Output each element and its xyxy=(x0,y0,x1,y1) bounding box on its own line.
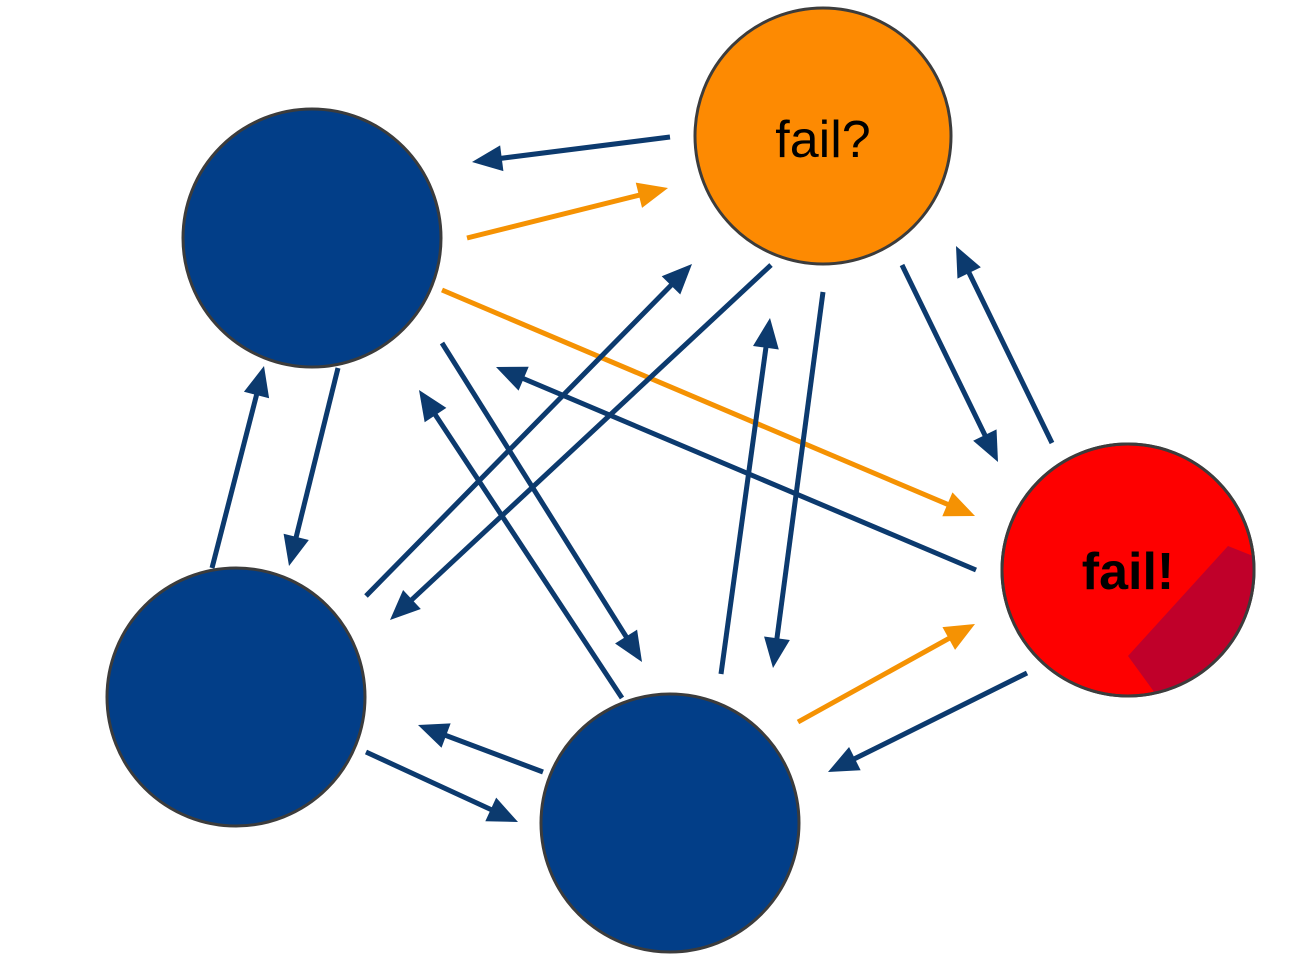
edge-top-left-to-failed xyxy=(441,287,975,517)
node-failed-label: fail! xyxy=(1082,543,1174,601)
edge-arrowhead xyxy=(828,746,861,772)
node-bottom-center xyxy=(539,692,801,954)
edge-bottom-center-to-bottom-left xyxy=(418,723,544,775)
edge-line xyxy=(965,268,1055,445)
node-suspect-label: fail? xyxy=(775,111,870,169)
edge-line xyxy=(466,191,644,241)
edge-arrowhead xyxy=(942,492,975,517)
edge-line xyxy=(441,731,544,775)
edge-suspect-to-bottom-center xyxy=(764,291,826,668)
edge-line xyxy=(850,670,1029,763)
edge-arrowhead xyxy=(390,590,421,620)
edge-line xyxy=(773,291,826,643)
node-failed: fail! xyxy=(1000,442,1256,698)
edge-line xyxy=(407,263,773,605)
edge-line xyxy=(364,749,496,814)
edge-arrowhead xyxy=(973,429,998,462)
edge-arrowhead xyxy=(764,636,790,668)
edge-line xyxy=(292,367,341,542)
edge-top-left-to-bottom-left xyxy=(283,367,341,566)
edge-bottom-center-to-failed xyxy=(796,624,975,725)
edge-arrowhead xyxy=(942,624,975,650)
node-bottom-left xyxy=(105,566,367,828)
edge-line xyxy=(439,341,631,642)
node-suspect: fail? xyxy=(693,6,953,266)
edge-bottom-left-to-bottom-center xyxy=(364,749,518,822)
edge-failed-to-suspect xyxy=(956,246,1055,445)
edge-arrowhead xyxy=(956,246,981,279)
edge-line xyxy=(718,343,769,675)
edge-arrowhead xyxy=(615,629,642,662)
edge-line xyxy=(364,280,676,598)
node-top-left xyxy=(181,107,443,369)
edge-bottom-left-to-suspect xyxy=(364,264,692,598)
edge-line xyxy=(497,134,671,162)
edge-arrowhead xyxy=(661,264,692,295)
edge-arrowhead xyxy=(485,797,518,822)
edge-arrowhead xyxy=(418,723,451,748)
edge-line xyxy=(431,410,625,700)
edge-top-left-to-suspect xyxy=(466,182,668,241)
edges-layer xyxy=(209,134,1055,822)
edge-bottom-left-to-top-left xyxy=(209,366,270,569)
edge-failed-to-bottom-center xyxy=(828,670,1029,772)
edge-arrowhead xyxy=(753,318,779,350)
edge-line xyxy=(441,287,953,509)
edge-bottom-center-to-suspect xyxy=(718,318,779,675)
edge-arrowhead xyxy=(635,182,668,208)
edge-line xyxy=(796,634,954,725)
edge-arrowhead xyxy=(243,366,270,399)
edge-suspect-to-bottom-left xyxy=(390,263,773,620)
edge-line xyxy=(209,390,260,569)
edge-arrowhead xyxy=(472,145,504,172)
edge-arrowhead xyxy=(419,390,447,423)
edge-line xyxy=(899,263,989,440)
edge-arrowhead xyxy=(496,366,529,391)
edge-top-left-to-bottom-center xyxy=(439,341,642,662)
nodes-layer: fail? fail! xyxy=(105,6,1256,954)
edge-suspect-to-failed xyxy=(899,263,998,462)
edge-suspect-to-top-left xyxy=(472,134,671,172)
edge-bottom-center-to-top-left xyxy=(419,390,625,700)
edge-arrowhead xyxy=(283,533,309,566)
